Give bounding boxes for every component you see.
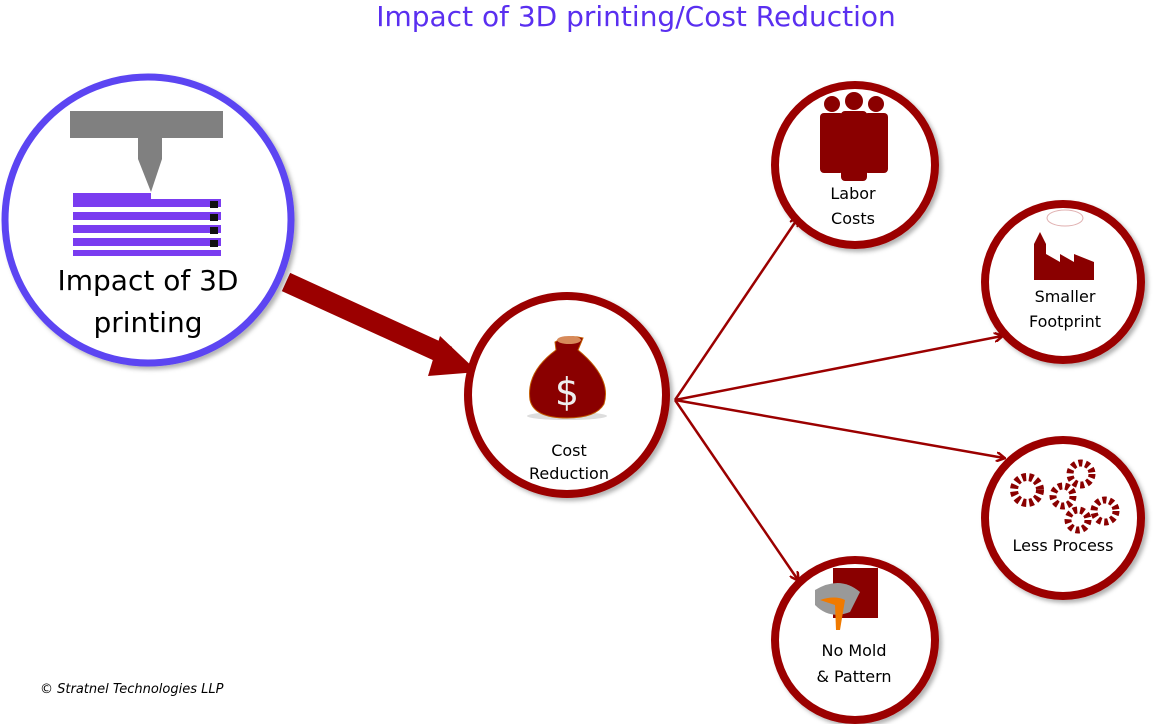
outcome-labor-costs: Labor Costs (771, 81, 939, 249)
mold-label-line1: No Mold (821, 641, 886, 660)
hub-label-line1: Cost (551, 441, 587, 460)
outcome-smaller-footprint: Smaller Footprint (981, 200, 1145, 364)
arrow-to-footprint (674, 336, 1002, 402)
people-icon (820, 92, 888, 181)
source-label-line2: printing (93, 306, 202, 339)
gears-icon (1010, 459, 1120, 534)
arrow-to-process (674, 398, 1004, 458)
diagram-title: Impact of 3D printing/Cost Reduction (376, 0, 896, 33)
ladle-pour-icon (815, 568, 878, 630)
source-label-line1: Impact of 3D (57, 264, 238, 297)
footprint-label-line1: Smaller (1035, 287, 1096, 306)
hub-node: $ Cost Reduction (464, 292, 670, 498)
arrow-to-mold (673, 399, 798, 580)
mold-label-line2: & Pattern (816, 667, 891, 686)
big-arrow (281, 272, 478, 376)
process-label: Less Process (1013, 536, 1114, 555)
labor-label-line1: Labor (830, 184, 876, 203)
3d-printer-icon (70, 111, 223, 256)
svg-text:$: $ (555, 370, 579, 414)
arrow-to-labor (673, 218, 798, 401)
footprint-label-line2: Footprint (1029, 312, 1101, 331)
factory-icon (1034, 209, 1094, 280)
copyright-text: © Stratnel Technologies LLP (40, 682, 224, 697)
hub-label-line2: Reduction (529, 464, 609, 483)
outcome-less-process: Less Process (981, 436, 1145, 600)
money-bag-icon: $ (527, 336, 607, 420)
source-node: Impact of 3D printing (1, 73, 295, 367)
labor-label-line2: Costs (831, 209, 875, 228)
outcome-no-mold-pattern: No Mold & Pattern (771, 556, 939, 724)
